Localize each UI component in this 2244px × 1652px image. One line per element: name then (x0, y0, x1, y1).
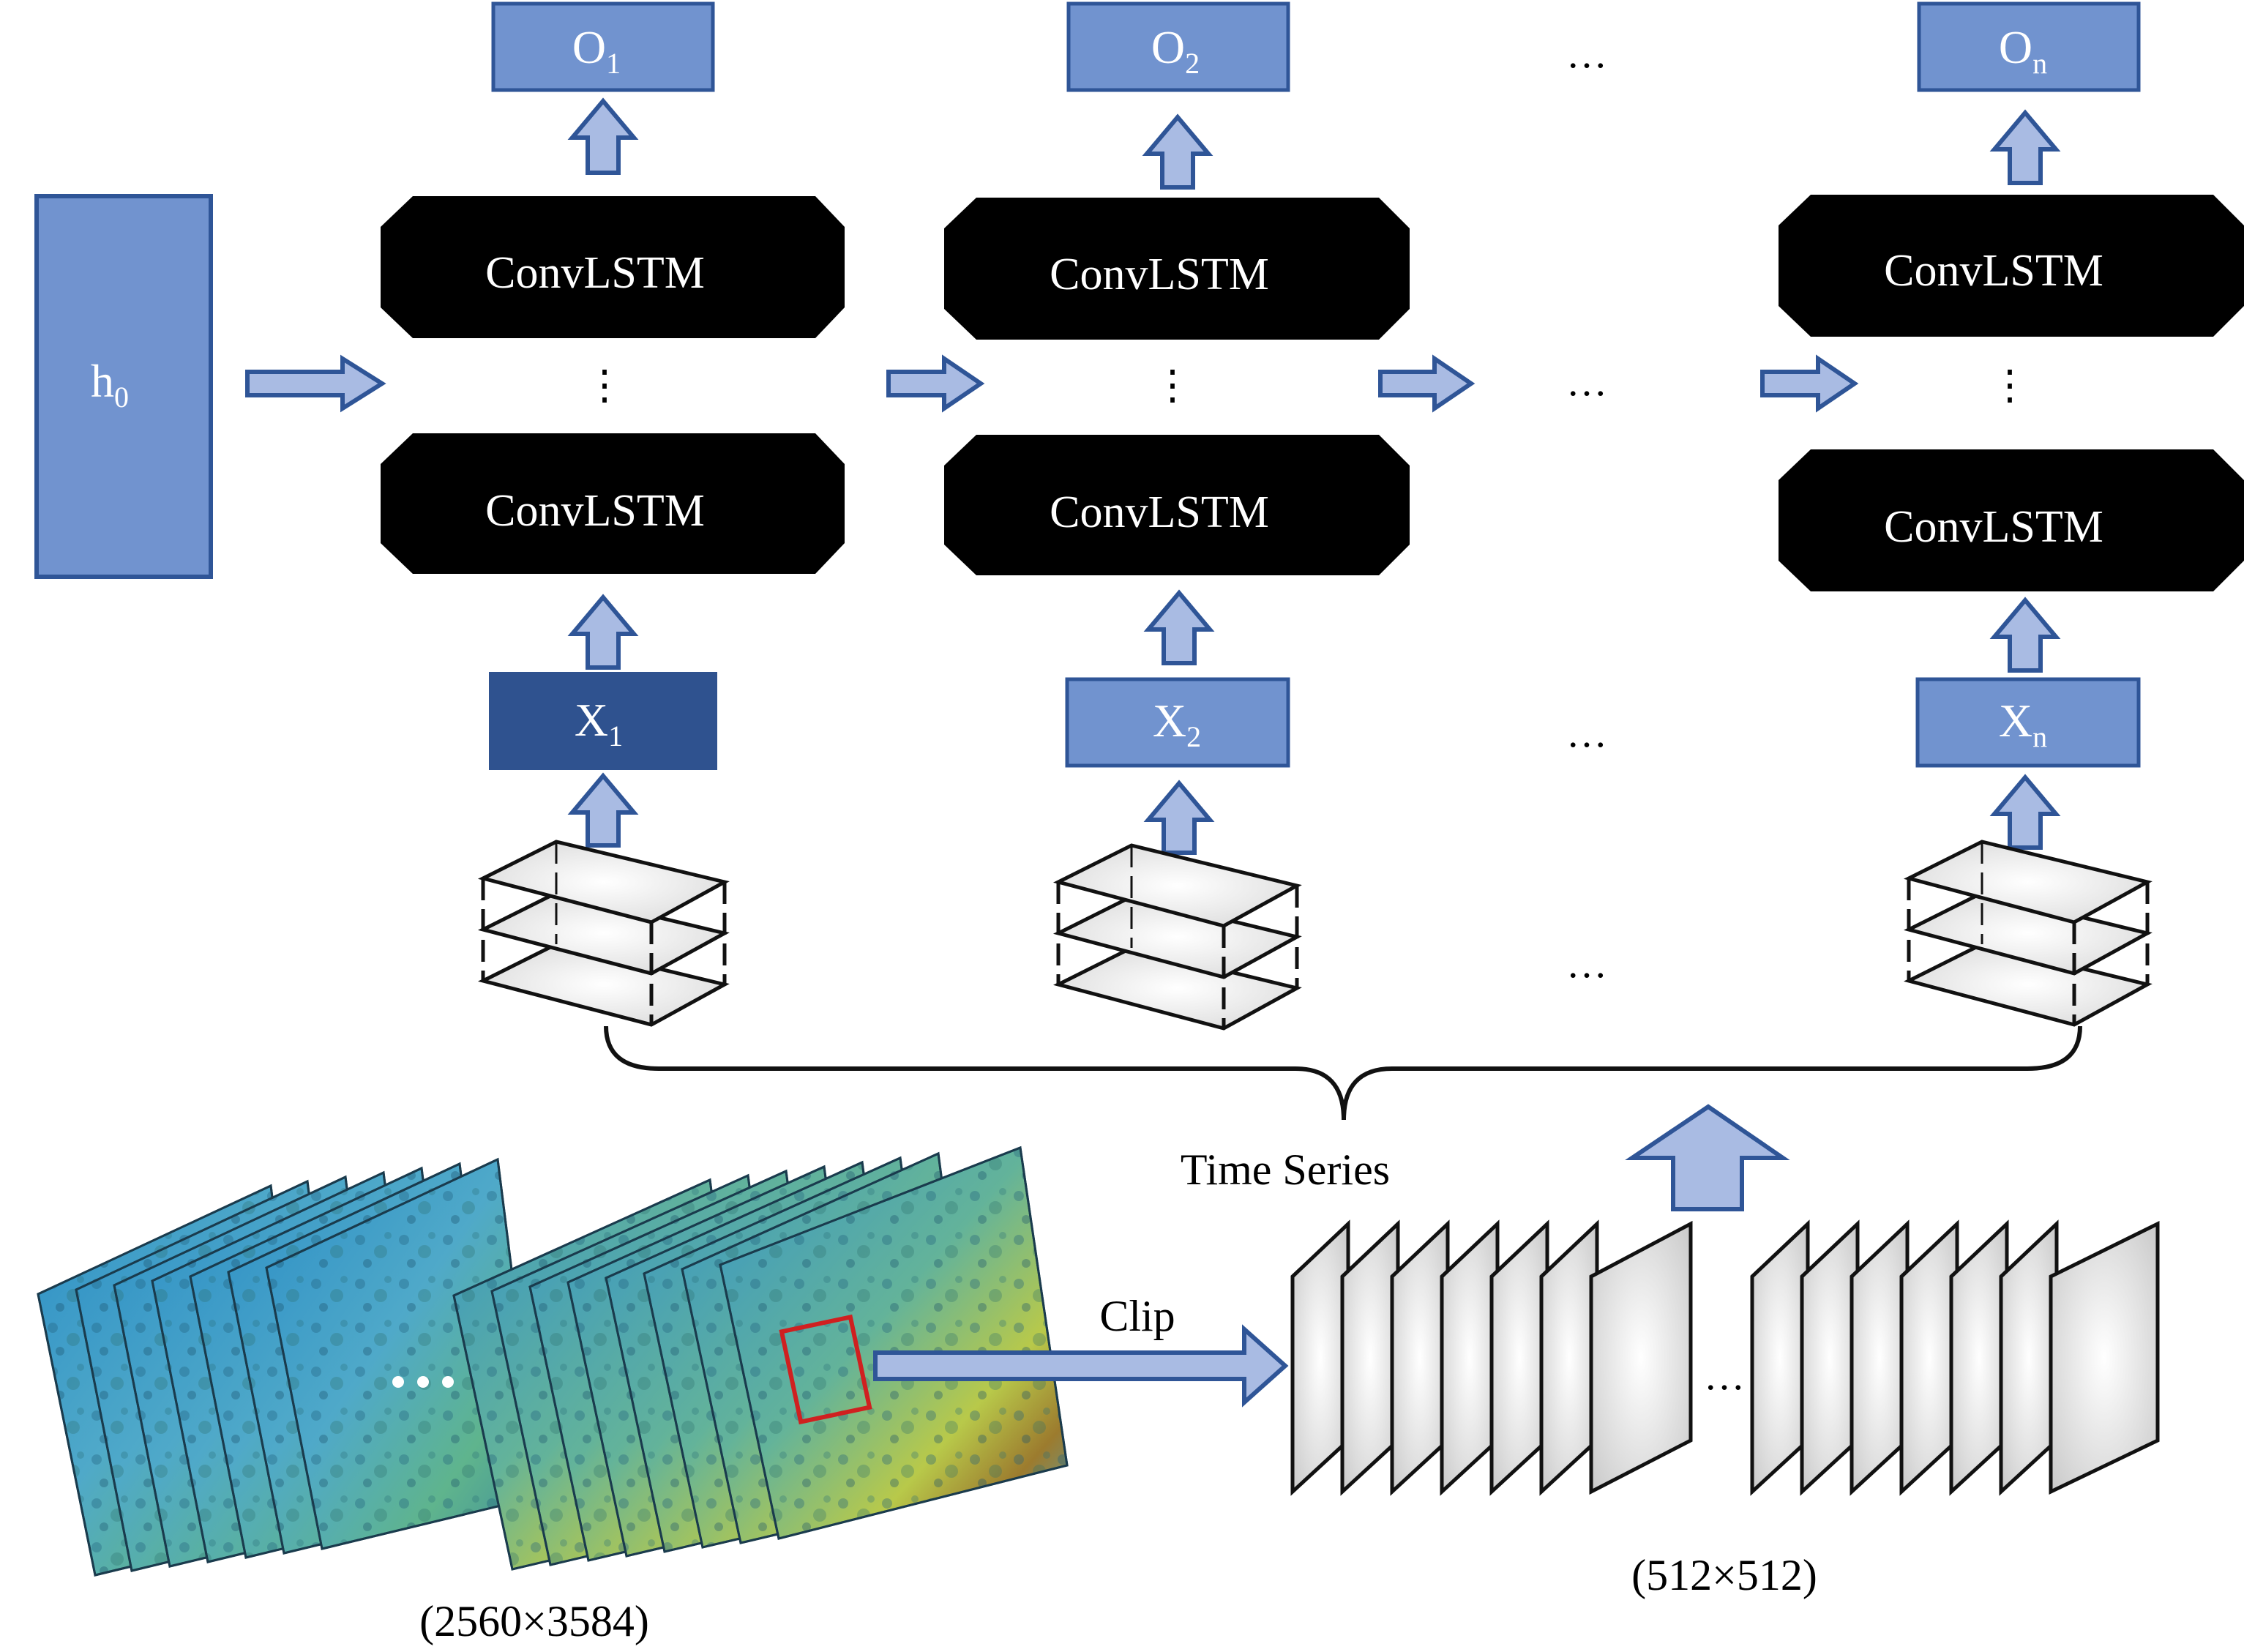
right-arrow-step1-to-step2 (886, 354, 985, 413)
clip-label: Clip (1099, 1292, 1175, 1340)
right-arrow-h0-to-step1 (245, 354, 386, 413)
output-label-2: O (1151, 21, 1185, 73)
up-arrow-layer-1 (567, 594, 639, 670)
svg-text:O1: O1 (572, 21, 621, 80)
up-arrow-clips-to-series (1625, 1104, 1790, 1211)
clip-size-label: (512×512) (1631, 1551, 1817, 1599)
clip-region-box (779, 1314, 872, 1425)
ellipsis-feature-stacks: … (1566, 941, 1607, 987)
svg-text:h0: h0 (91, 355, 129, 414)
output-box-n (1917, 1, 2141, 92)
convlstm-bottom-layer-2 (944, 435, 1410, 575)
time-series-label: Time Series (1181, 1145, 1390, 1194)
convlstm-top-label-2: ConvLSTM (1050, 250, 1269, 299)
up-arrow-input-2 (1143, 780, 1215, 855)
convlstm-top-layer-2 (944, 198, 1410, 340)
output-label-n: O (1999, 21, 2032, 73)
h0-subscript: 0 (114, 381, 129, 414)
convlstm-top-label-1: ConvLSTM (485, 248, 705, 298)
clipped-panels (1290, 1219, 2160, 1496)
svg-text:O2: O2 (1151, 21, 1200, 80)
input-subscript-1: 1 (608, 720, 623, 752)
timestep-column-n: On ConvLSTM ⋮ ConvLSTM Xn (1779, 1, 2244, 1027)
convlstm-bottom-label-1: ConvLSTM (485, 486, 705, 536)
up-arrow-output-n (1989, 109, 2061, 185)
clipped-panels-group-b (1750, 1219, 2160, 1496)
svg-text:X2: X2 (1153, 695, 1201, 753)
satellite-stack-group-b (452, 1145, 1069, 1571)
svg-text:On: On (1999, 21, 2047, 80)
input-label-n: X (1999, 695, 2032, 747)
convlstm-bottom-label-2: ConvLSTM (1050, 487, 1269, 537)
vertical-ellipsis-2: ⋮ (1152, 363, 1193, 408)
convlstm-top-label-n: ConvLSTM (1884, 246, 2103, 296)
input-subscript-2: 2 (1186, 720, 1201, 753)
h0-box (34, 194, 213, 579)
right-arrow-step2-to-ellipsis (1378, 354, 1476, 413)
convlstm-top-layer-n (1779, 195, 2244, 337)
timestep-column-1: O1 ConvLSTM ⋮ ConvLSTM X1 (381, 1, 845, 1027)
time-series-brace (604, 1025, 2082, 1121)
convlstm-top-layer-1 (381, 196, 845, 338)
input-box-1 (489, 672, 717, 770)
input-label-1: X (575, 694, 608, 746)
output-subscript-1: 1 (606, 47, 621, 80)
svg-text:X1: X1 (575, 694, 623, 752)
h0-label: h (91, 355, 114, 407)
input-label-2: X (1153, 695, 1186, 747)
up-arrow-layer-2 (1143, 589, 1215, 665)
initial-hidden-state: h0 (34, 194, 213, 579)
convlstm-bottom-label-n: ConvLSTM (1884, 502, 2103, 552)
up-arrow-output-2 (1142, 113, 1213, 190)
output-subscript-2: 2 (1185, 47, 1200, 80)
output-label-1: O (572, 21, 606, 73)
ellipsis-outputs: … (1566, 31, 1607, 77)
up-arrow-input-1 (567, 772, 639, 848)
ellipsis-inputs: … (1566, 711, 1607, 756)
ellipsis-layers: … (1566, 359, 1607, 405)
output-box-2 (1066, 1, 1290, 92)
satellite-image-stack (37, 1145, 1069, 1577)
svg-text:Xn: Xn (1999, 695, 2047, 753)
feature-stack-n (1903, 840, 2153, 1027)
timestep-column-2: O2 ConvLSTM ⋮ ConvLSTM X2 (944, 1, 1410, 1031)
input-box-2 (1065, 677, 1290, 768)
satellite-stack-group-a (37, 1157, 542, 1577)
up-arrow-input-n (1989, 774, 2061, 850)
stack-ellipsis-dots (392, 1376, 454, 1388)
up-arrow-output-1 (567, 97, 639, 175)
up-arrow-layer-n (1989, 597, 2061, 673)
input-subscript-n: n (2032, 720, 2047, 753)
right-arrow-ellipsis-to-stepn (1760, 354, 1859, 413)
feature-stack-2 (1052, 843, 1302, 1031)
input-box-n (1915, 677, 2141, 768)
vertical-ellipsis-1: ⋮ (584, 363, 625, 408)
vertical-ellipsis-n: ⋮ (1989, 363, 2030, 408)
clipped-panels-group-a (1290, 1219, 1693, 1496)
convlstm-bottom-layer-n (1779, 449, 2244, 591)
output-box-1 (491, 1, 715, 92)
feature-stack-1 (477, 840, 730, 1027)
ellipsis-clipped-panels: … (1704, 1353, 1745, 1399)
clip-arrow (873, 1324, 1289, 1408)
convlstm-bottom-layer-1 (381, 433, 845, 574)
source-size-label: (2560×3584) (419, 1597, 649, 1645)
output-subscript-n: n (2032, 47, 2047, 80)
